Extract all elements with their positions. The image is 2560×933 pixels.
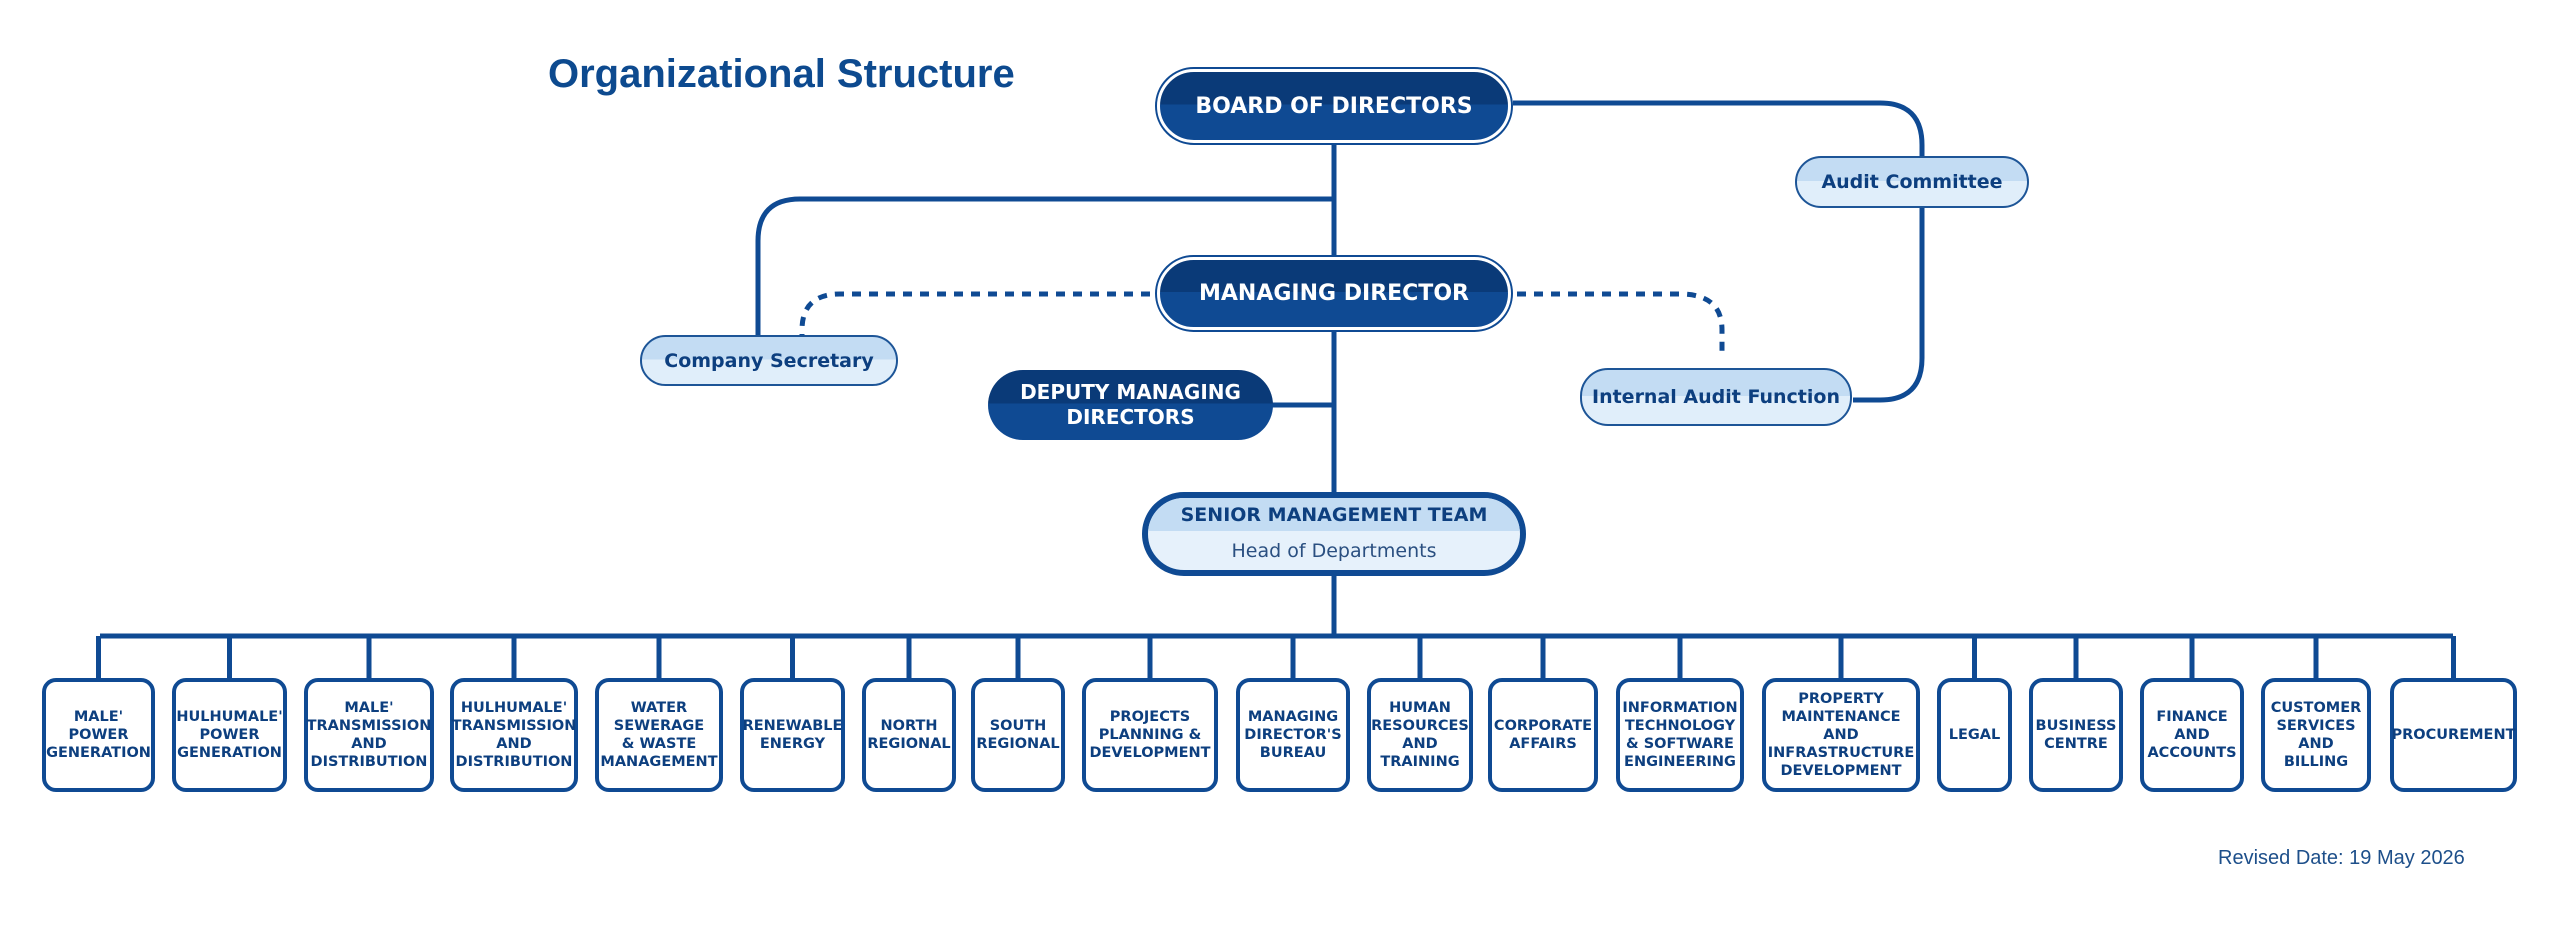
senior-management-team-title: SENIOR MANAGEMENT TEAM xyxy=(1148,498,1520,532)
department-box: NORTH REGIONAL xyxy=(862,678,956,792)
senior-management-team-subtitle: Head of Departments xyxy=(1231,539,1437,562)
department-box: PROCUREMENT xyxy=(2390,678,2517,792)
revised-date: Revised Date: 19 May 2026 xyxy=(2218,847,2465,869)
managing-director-node: MANAGING DIRECTOR xyxy=(1155,255,1513,332)
department-box: MANAGING DIRECTOR'S BUREAU xyxy=(1236,678,1350,792)
audit-committee-node: Audit Committee xyxy=(1795,156,2029,208)
company-secretary-node: Company Secretary xyxy=(640,335,898,386)
department-box: LEGAL xyxy=(1937,678,2012,792)
page-title: Organizational Structure xyxy=(548,52,1015,96)
department-box: SOUTH REGIONAL xyxy=(971,678,1065,792)
department-box: MALE' POWER GENERATION xyxy=(42,678,155,792)
department-box: RENEWABLE ENERGY xyxy=(740,678,845,792)
department-box: CUSTOMER SERVICES AND BILLING xyxy=(2261,678,2371,792)
senior-management-team-node: SENIOR MANAGEMENT TEAM Head of Departmen… xyxy=(1142,492,1526,576)
internal-audit-node: Internal Audit Function xyxy=(1580,368,1852,426)
department-box: FINANCE AND ACCOUNTS xyxy=(2140,678,2244,792)
audit-committee-label: Audit Committee xyxy=(1821,171,2003,193)
department-box: MALE' TRANSMISSION AND DISTRIBUTION xyxy=(304,678,434,792)
managing-director-label: MANAGING DIRECTOR xyxy=(1199,281,1469,306)
board-of-directors-label: BOARD OF DIRECTORS xyxy=(1195,93,1473,119)
department-box: PROJECTS PLANNING & DEVELOPMENT xyxy=(1082,678,1218,792)
department-box: HULHUMALE' POWER GENERATION xyxy=(172,678,287,792)
department-box: PROPERTY MAINTENANCE AND INFRASTRUCTURE … xyxy=(1762,678,1920,792)
company-secretary-label: Company Secretary xyxy=(664,349,874,372)
department-box: WATER SEWERAGE & WASTE MANAGEMENT xyxy=(595,678,723,792)
internal-audit-label: Internal Audit Function xyxy=(1592,386,1840,408)
department-box: CORPORATE AFFAIRS xyxy=(1488,678,1598,792)
department-box: HULHUMALE' TRANSMISSION AND DISTRIBUTION xyxy=(450,678,578,792)
department-box: HUMAN RESOURCES AND TRAINING xyxy=(1367,678,1473,792)
board-of-directors-node: BOARD OF DIRECTORS xyxy=(1155,67,1513,145)
deputy-managing-directors-label: DEPUTY MANAGING DIRECTORS xyxy=(1020,380,1241,429)
department-box: INFORMATION TECHNOLOGY & SOFTWARE ENGINE… xyxy=(1616,678,1744,792)
department-box: BUSINESS CENTRE xyxy=(2029,678,2123,792)
deputy-managing-directors-node: DEPUTY MANAGING DIRECTORS xyxy=(988,370,1273,440)
